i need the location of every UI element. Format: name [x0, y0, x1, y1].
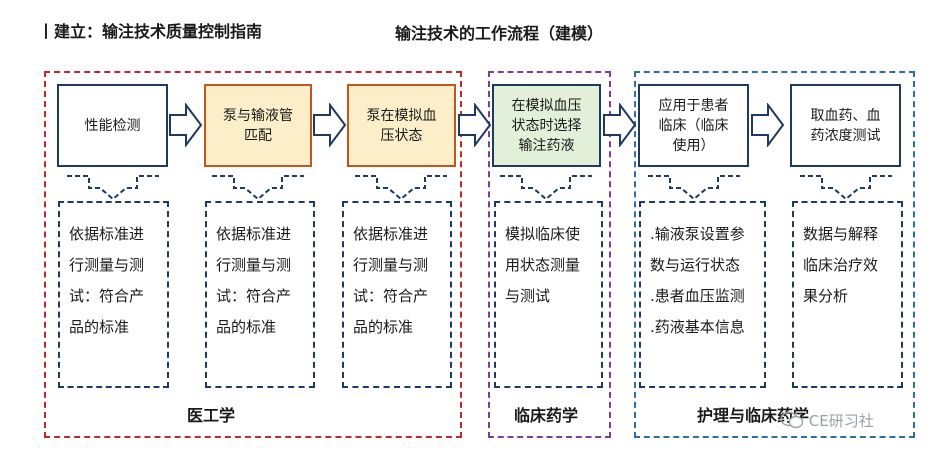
desc-line: .患者血压监测 — [650, 287, 745, 305]
desc-box-1: 依据标准进行测量与测试：符合产品的标准 — [58, 201, 169, 388]
desc-line: 试：符合产 — [216, 287, 292, 305]
desc-box-6: 数据与解释临床治疗效果分析 — [792, 201, 903, 388]
right-arrow-icon — [313, 103, 347, 147]
step-box-1: 性能检测 — [57, 84, 168, 167]
desc-line: 依据标准进 — [216, 225, 292, 243]
step-label-line: 取血药、血 — [810, 107, 881, 124]
step-box-3: 泵在模拟血压状态 — [347, 84, 456, 167]
desc-line: 行测量与测 — [216, 256, 292, 274]
group-label-medical: 医工学 — [187, 406, 236, 425]
step-label-line: 泵与输液管 — [223, 107, 293, 124]
step-label-line: 临床（临床 — [658, 117, 729, 134]
desc-line: 品的标准 — [69, 318, 130, 336]
wechat-icon — [780, 411, 804, 429]
left-title: 丨建立：输注技术质量控制指南 — [38, 22, 263, 41]
desc-line: 数与运行状态 — [650, 256, 741, 274]
desc-line: .药液基本信息 — [650, 318, 745, 336]
down-arrow-icon — [212, 175, 304, 201]
step-label-line: 泵在模拟血 — [366, 107, 437, 124]
group-label-clinical: 临床药学 — [514, 406, 579, 425]
step-box-2: 泵与输液管匹配 — [204, 84, 312, 167]
down-arrow-icon — [355, 175, 447, 201]
desc-line: 品的标准 — [353, 318, 414, 336]
down-arrow-icon — [800, 175, 892, 201]
desc-line: 用状态测量 — [505, 256, 581, 274]
group-clinical-pharmacy — [488, 71, 611, 438]
group-nursing — [634, 71, 915, 438]
step-label-line: 在模拟血压 — [511, 97, 582, 114]
step-label: 在模拟血压状态时选择输注药液 — [512, 96, 582, 156]
desc-line: 依据标准进 — [353, 225, 429, 243]
step-label-line: 药浓度测试 — [810, 127, 881, 144]
desc-line: 行测量与测 — [353, 256, 429, 274]
desc-line: 品的标准 — [216, 318, 277, 336]
desc-line: 依据标准进 — [69, 225, 145, 243]
desc-box-4: 模拟临床使用状态测量与测试 — [494, 201, 603, 388]
desc-line: 模拟临床使 — [505, 225, 581, 243]
right-arrow-icon — [751, 103, 785, 147]
step-label-line: 使用） — [672, 137, 715, 154]
watermark-text: CE研习社 — [808, 412, 874, 430]
desc-line: 果分析 — [803, 287, 849, 305]
down-arrow-icon — [500, 175, 592, 201]
step-label-line: 压状态 — [380, 127, 423, 144]
step-box-6: 取血药、血药浓度测试 — [790, 84, 901, 167]
desc-box-2: 依据标准进行测量与测试：符合产品的标准 — [205, 201, 315, 388]
down-arrow-icon — [67, 175, 159, 201]
desc-box-3: 依据标准进行测量与测试：符合产品的标准 — [342, 201, 452, 388]
main-title: 输注技术的工作流程（建模） — [395, 24, 604, 43]
desc-line: 试：符合产 — [69, 287, 145, 305]
right-arrow-icon — [458, 103, 492, 147]
step-label-line: 状态时选择 — [511, 117, 582, 134]
desc-line: .输液泵设置参 — [650, 225, 745, 243]
step-label-line: 性能检测 — [84, 117, 141, 134]
step-box-4: 在模拟血压状态时选择输注药液 — [492, 84, 601, 167]
step-label: 泵在模拟血压状态 — [367, 106, 437, 146]
desc-line: 与测试 — [505, 287, 551, 305]
step-label: 泵与输液管匹配 — [223, 106, 293, 146]
desc-line: 数据与解释 — [803, 225, 879, 243]
step-label: 性能检测 — [85, 116, 141, 136]
desc-line: 试：符合产 — [353, 287, 429, 305]
group-medical-engineering — [44, 71, 462, 438]
step-label-line: 匹配 — [244, 127, 272, 144]
step-label-line: 输注药液 — [518, 137, 575, 154]
desc-box-5: .输液泵设置参数与运行状态 .患者血压监测 .药液基本信息 — [639, 201, 766, 388]
step-label: 应用于患者临床（临床使用） — [659, 96, 729, 156]
step-box-5: 应用于患者临床（临床使用） — [638, 84, 749, 167]
watermark: CE研习社 — [780, 410, 874, 431]
desc-line: 临床治疗效 — [803, 256, 879, 274]
step-label: 取血药、血药浓度测试 — [811, 106, 881, 146]
step-label-line: 应用于患者 — [658, 97, 729, 114]
right-arrow-icon — [169, 103, 203, 147]
desc-line: 行测量与测 — [69, 256, 145, 274]
down-arrow-icon — [648, 175, 740, 201]
right-arrow-icon — [603, 103, 637, 147]
